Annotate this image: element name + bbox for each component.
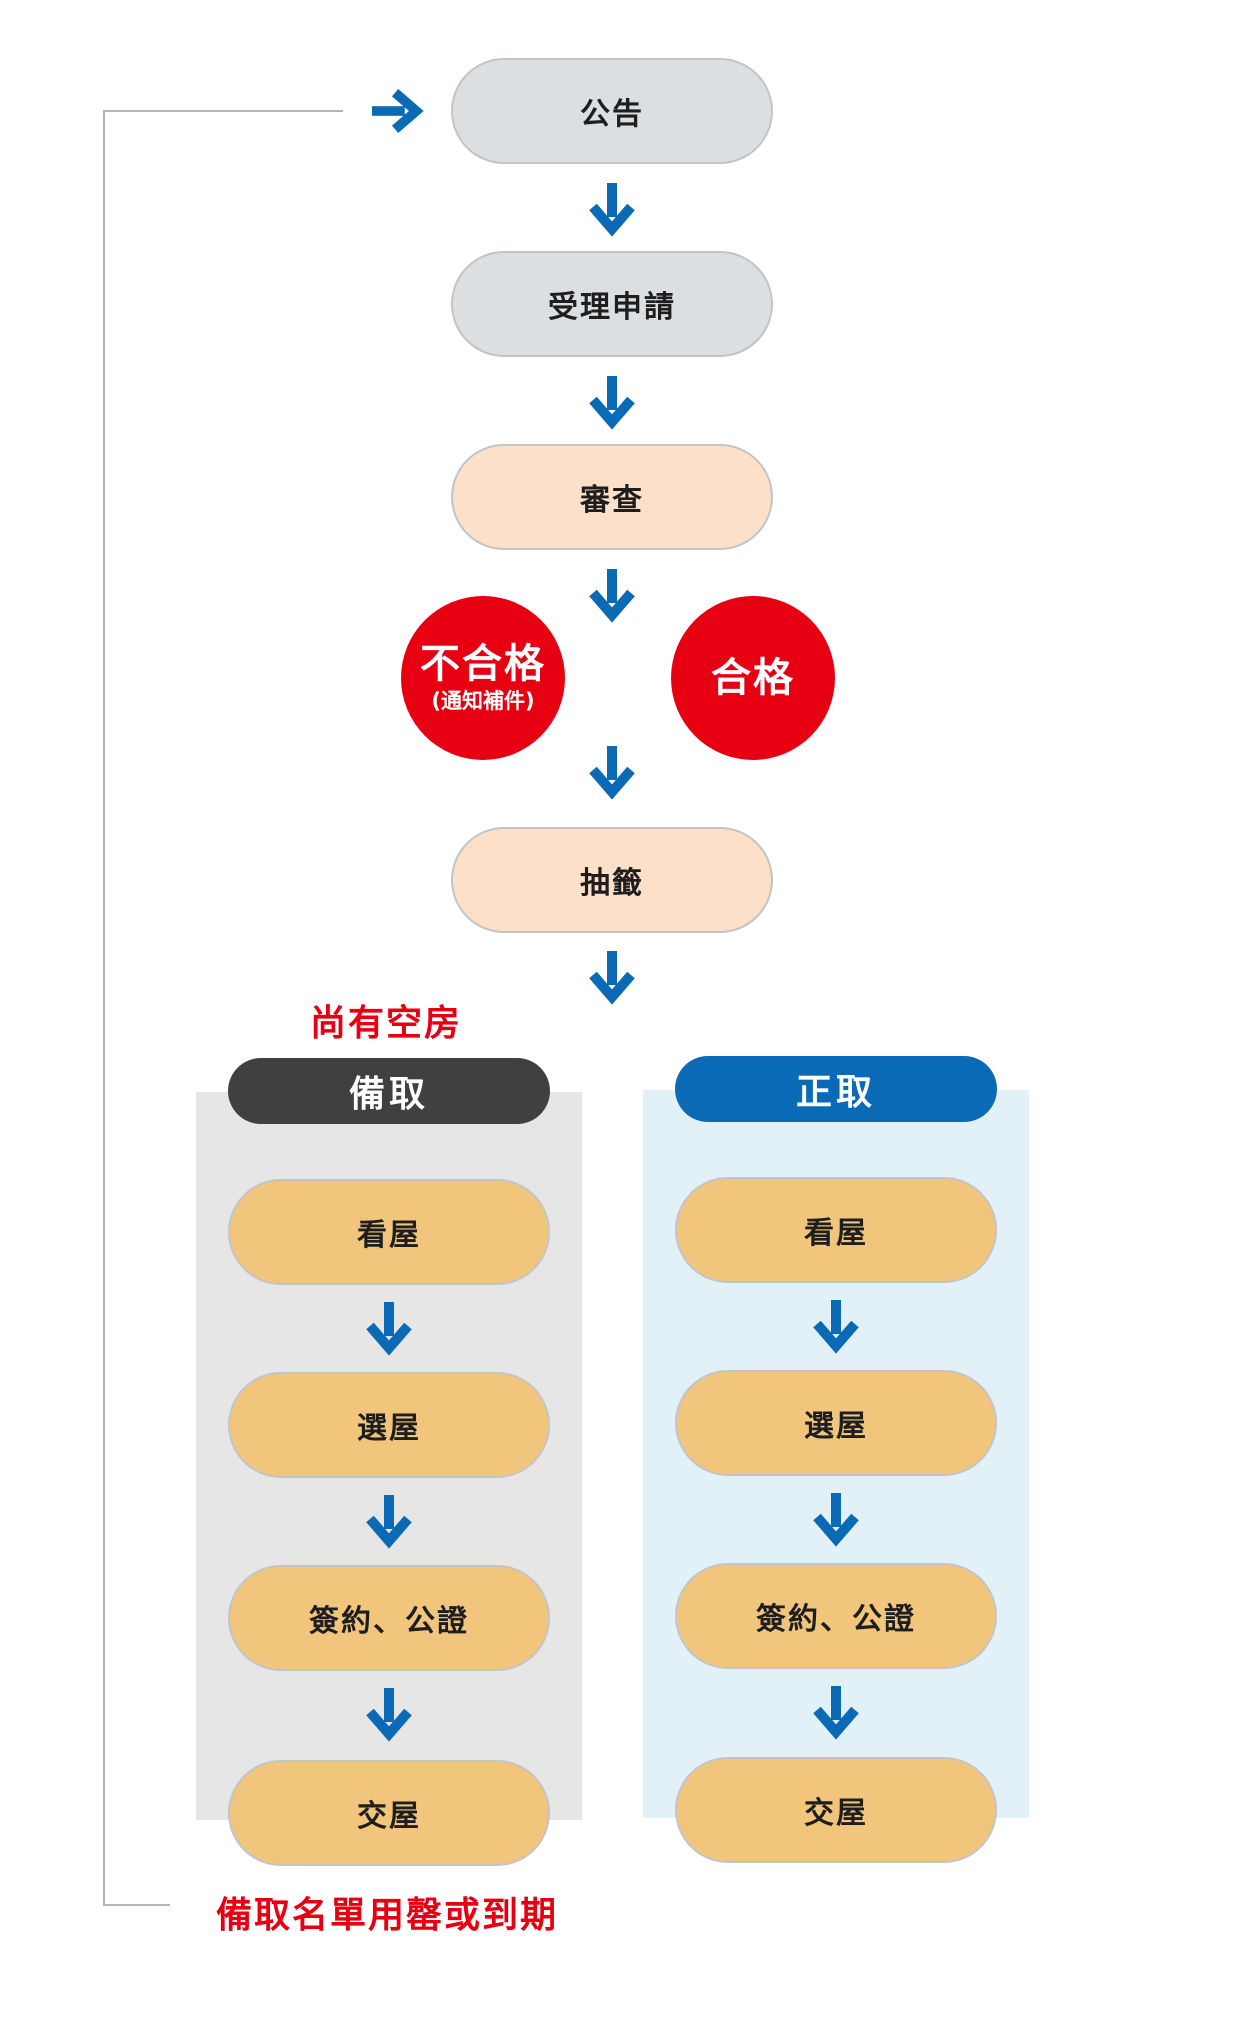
admitted-step-contract: 簽約、公證 — [675, 1563, 997, 1669]
arrow-down-icon — [366, 1302, 412, 1356]
arrow-down-icon — [813, 1686, 859, 1740]
step-review: 審查 — [451, 444, 773, 550]
arrow-down-icon — [589, 746, 635, 800]
admitted-step-select: 選屋 — [675, 1370, 997, 1476]
arrow-down-icon — [589, 951, 635, 1005]
waitlist-header: 備取 — [228, 1058, 550, 1124]
arrow-down-icon — [366, 1495, 412, 1549]
arrow-right-icon — [372, 88, 424, 134]
waitlist-step-select: 選屋 — [228, 1372, 550, 1478]
waitlist-step-view: 看屋 — [228, 1179, 550, 1285]
arrow-down-icon — [589, 376, 635, 430]
arrow-down-icon — [589, 569, 635, 623]
vacancy-note: 尚有空房 — [310, 1003, 463, 1044]
admitted-step-view: 看屋 — [675, 1177, 997, 1283]
result-pass-label: 合格 — [711, 655, 795, 701]
waitlist-step-handover: 交屋 — [228, 1760, 550, 1866]
step-lottery: 抽籤 — [451, 827, 773, 933]
admitted-step-handover: 交屋 — [675, 1757, 997, 1863]
arrow-down-icon — [813, 1493, 859, 1547]
result-fail-note: (通知補件) — [431, 689, 535, 713]
result-fail-label: 不合格 — [420, 641, 546, 687]
step-announcement: 公告 — [451, 58, 773, 164]
loop-note: 備取名單用罄或到期 — [216, 1895, 559, 1936]
admitted-header: 正取 — [675, 1056, 997, 1122]
result-pass-circle: 合格 — [671, 596, 835, 760]
arrow-down-icon — [813, 1300, 859, 1354]
arrow-down-icon — [589, 183, 635, 237]
arrow-down-icon — [366, 1688, 412, 1742]
waitlist-step-contract: 簽約、公證 — [228, 1565, 550, 1671]
step-apply: 受理申請 — [451, 251, 773, 357]
loop-back-line — [103, 110, 343, 1906]
result-fail-circle: 不合格 (通知補件) — [401, 596, 565, 760]
